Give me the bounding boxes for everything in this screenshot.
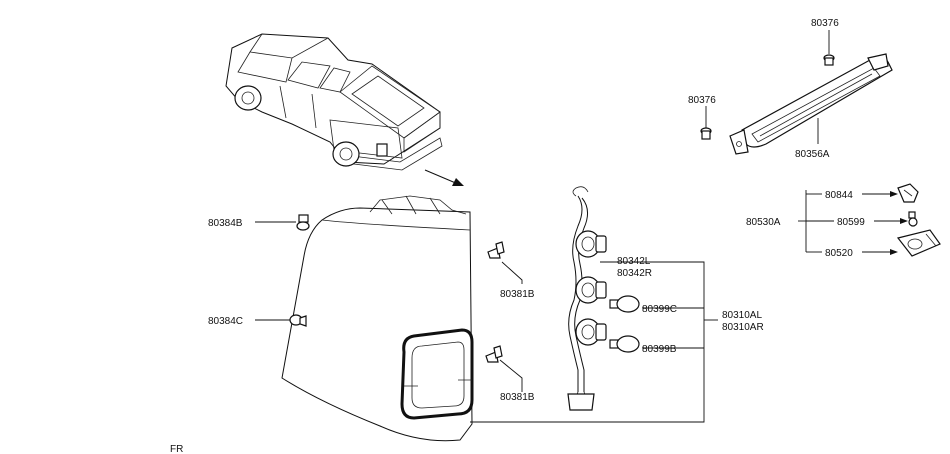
socket-80342l [575, 230, 607, 258]
label-80381b-upper: 80381B [500, 289, 535, 300]
rear-lamp-housing [281, 195, 474, 442]
truck-illustration [225, 33, 443, 171]
clip-80376-top [823, 54, 835, 66]
label-80384c: 80384C [208, 316, 243, 327]
high-mount-stop-lamp [729, 53, 893, 155]
wheel-rear [332, 141, 360, 167]
bulb-80399b [609, 335, 640, 353]
tail-lamp-highlight [376, 143, 388, 157]
label-80310al: 80310AL [722, 310, 762, 321]
part-80599 [908, 211, 918, 227]
clip-80381b-lower [485, 345, 503, 363]
direction-arrow [424, 169, 464, 186]
label-80310ar: 80310AR [722, 322, 764, 333]
label-80844: 80844 [825, 190, 853, 201]
bolt-80384c [289, 314, 307, 327]
wheel-front [234, 85, 262, 111]
label-80342r: 80342R [617, 268, 652, 279]
label-80399b: 80399B [642, 344, 677, 355]
bolt-80384b [296, 214, 310, 231]
socket-lower [575, 318, 607, 346]
label-80520: 80520 [825, 248, 853, 259]
label-80399c: 80399C [642, 304, 677, 315]
label-fr: FR [170, 444, 183, 454]
leader-lines [255, 30, 908, 423]
part-labels: 80376 80376 80356A 80384B 80384C 80381B … [170, 18, 865, 454]
label-80376-left: 80376 [688, 95, 716, 106]
clip-80376-left [700, 127, 712, 140]
label-80356a: 80356A [795, 149, 830, 160]
bulb-80399c [609, 295, 640, 313]
part-80520 [896, 229, 941, 257]
label-80599: 80599 [837, 217, 865, 228]
label-80381b-lower: 80381B [500, 392, 535, 403]
label-80342l: 80342L [617, 256, 651, 267]
part-80844 [897, 183, 919, 203]
socket-80342r [575, 276, 607, 304]
label-80384b: 80384B [208, 218, 243, 229]
label-80530a: 80530A [746, 217, 781, 228]
clip-80381b-upper [487, 241, 505, 259]
label-80376-top: 80376 [811, 18, 839, 29]
